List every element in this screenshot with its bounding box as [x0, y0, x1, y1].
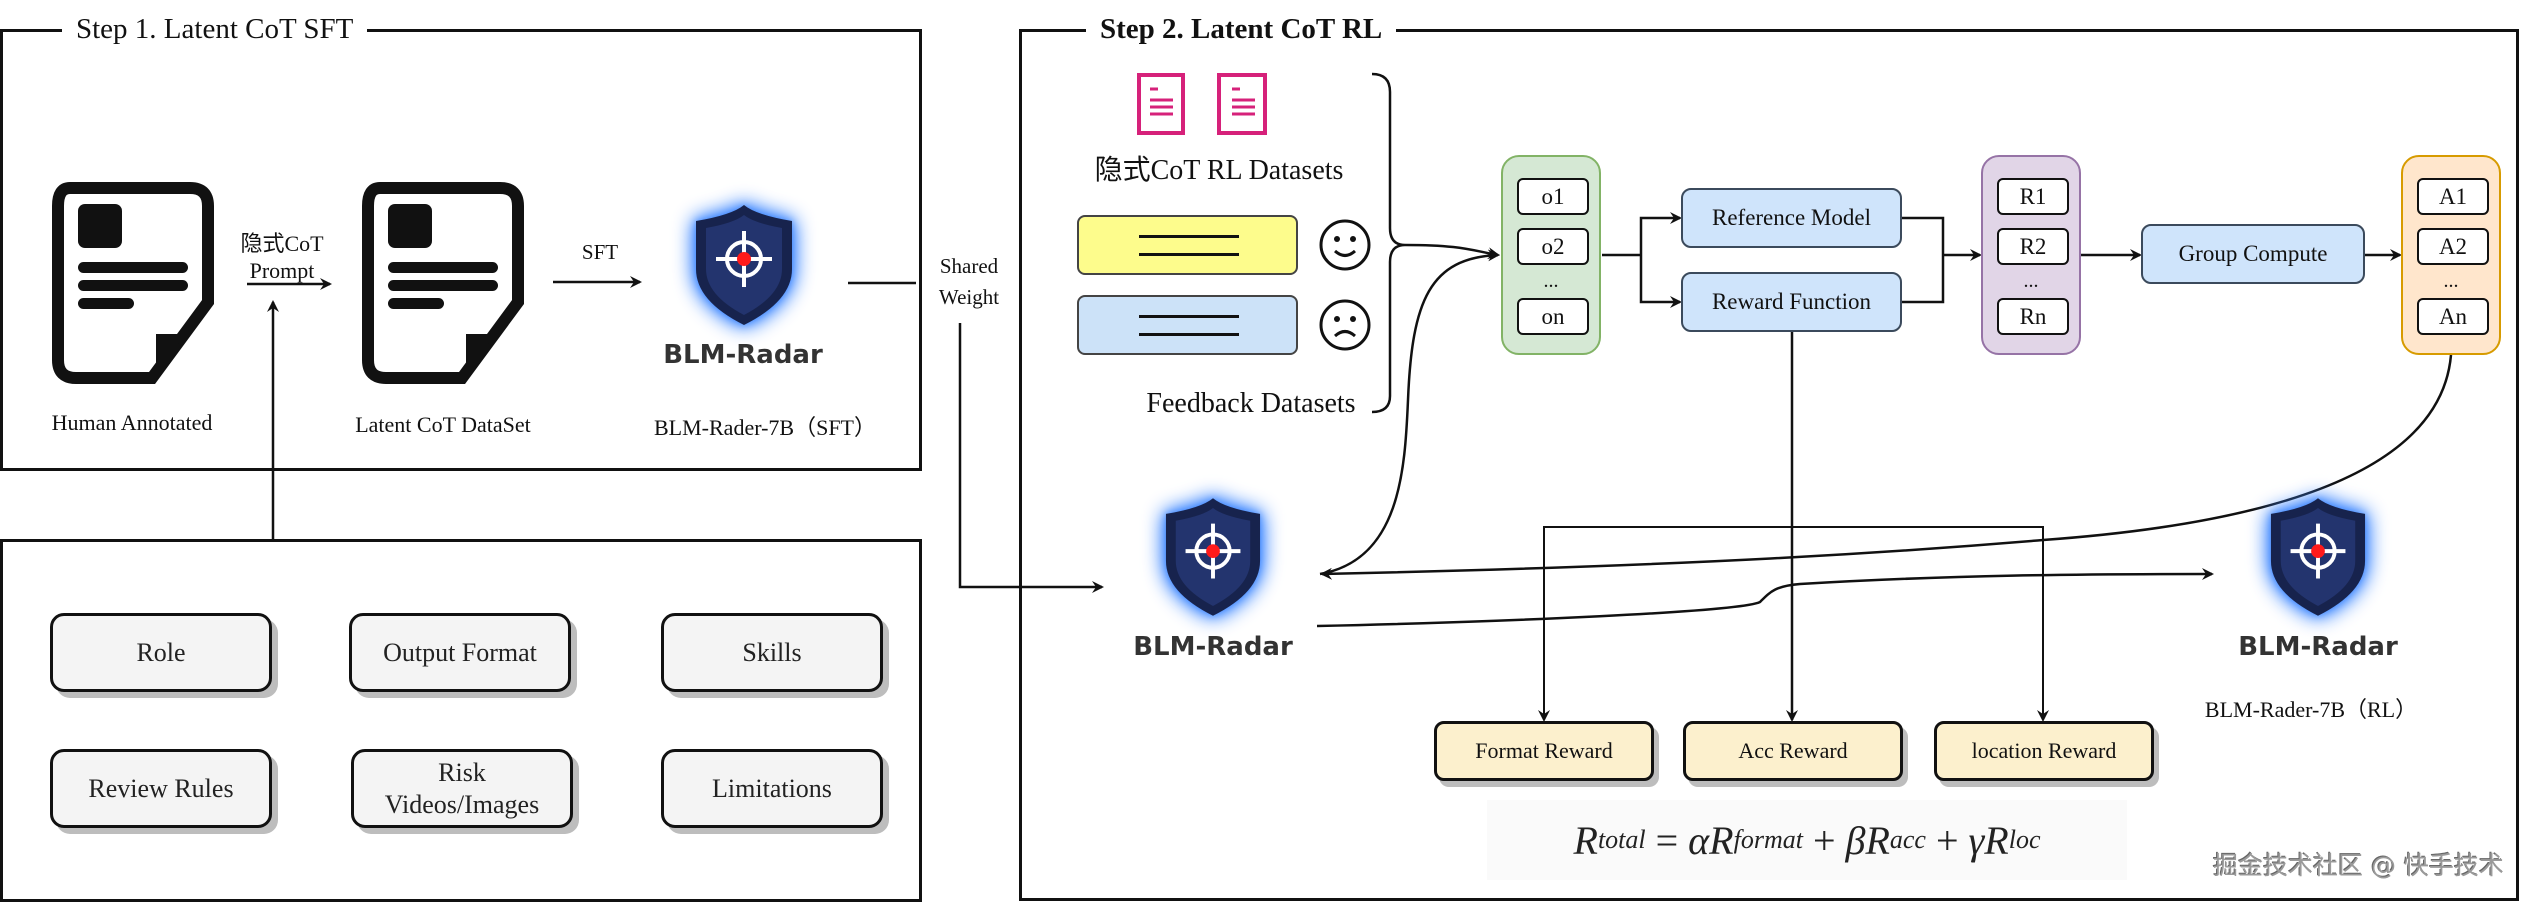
policy-model-logo-text: BLM-Radar — [1133, 632, 1293, 662]
reward-cell: Rn — [1997, 298, 2069, 335]
sft-model-shield-icon — [696, 205, 792, 325]
format-reward-box: Format Reward — [1434, 721, 1654, 781]
advantage-cell: A2 — [2417, 228, 2489, 265]
formula-gamma: γ — [1968, 817, 1985, 863]
step1-frame — [0, 29, 922, 471]
output-cell: o2 — [1517, 228, 1589, 265]
advantage-cell: An — [2417, 298, 2489, 335]
output-ellipsis: ... — [1543, 270, 1559, 292]
location-reward-box: location Reward — [1934, 721, 2154, 781]
prompt-component-review-rules: Review Rules — [50, 749, 272, 828]
reward-cell: R1 — [1997, 178, 2069, 215]
smiley-icon — [1319, 219, 1371, 271]
sft-model-label: BLM-Rader-7B（SFT） — [654, 415, 876, 440]
rl-dataset-doc-icon — [1137, 73, 1267, 135]
prompt-components-frame — [0, 539, 922, 902]
rl-model-shield-icon — [2270, 498, 2366, 616]
rl-model-label: BLM-Rader-7B（RL） — [2204, 697, 2418, 722]
positive-feedback-sample — [1077, 215, 1298, 275]
output-cell: o1 — [1517, 178, 1589, 215]
rl-datasets-label: 隐式CoT RL Datasets — [1094, 155, 1344, 186]
prompt-component-limitations: Limitations — [661, 749, 883, 828]
reference-model-box: Reference Model — [1681, 188, 1902, 248]
prompt-label-line1: 隐式CoT — [240, 231, 324, 256]
output-cell: on — [1517, 298, 1589, 335]
shared-weight-label-line1: Shared — [939, 254, 999, 278]
human-annotated-label: Human Annotated — [51, 410, 213, 435]
prompt-component-role: Role — [50, 613, 272, 692]
latent-dataset-doc-icon — [362, 182, 524, 384]
prompt-component-risk-media: Risk Videos/Images — [351, 749, 573, 828]
shared-weight-label-line2: Weight — [938, 285, 1000, 309]
outputs-group: o1 o2 ... on — [1501, 155, 1601, 355]
advantage-ellipsis: ... — [2443, 270, 2459, 292]
prompt-component-skills: Skills — [661, 613, 883, 692]
rewards-group: R1 R2 ... Rn — [1981, 155, 2081, 355]
feedback-datasets-label: Feedback Datasets — [1146, 388, 1356, 419]
formula-beta: β — [1845, 817, 1866, 863]
policy-model-shield-icon — [1165, 498, 1261, 616]
sft-arrow-label: SFT — [581, 240, 619, 264]
formula-acc-sub: acc — [1889, 825, 1926, 854]
formula-lhs: R — [1573, 817, 1598, 863]
frowny-icon — [1319, 299, 1371, 351]
human-annotated-doc-icon — [52, 182, 214, 384]
formula-format-sub: format — [1733, 825, 1803, 854]
reward-cell: R2 — [1997, 228, 2069, 265]
advantages-group: A1 A2 ... An — [2401, 155, 2501, 355]
step1-title: Step 1. Latent CoT SFT — [62, 12, 368, 46]
formula-alpha: α — [1688, 817, 1710, 863]
negative-feedback-sample — [1077, 295, 1298, 355]
rl-model-logo-text: BLM-Radar — [2238, 632, 2398, 662]
sft-model-logo-text: BLM-Radar — [663, 340, 823, 370]
reward-function-box: Reward Function — [1681, 272, 1902, 332]
reward-ellipsis: ... — [2023, 270, 2039, 292]
prompt-label-line2: Prompt — [249, 258, 315, 283]
step2-title: Step 2. Latent CoT RL — [1086, 12, 1397, 46]
advantage-cell: A1 — [2417, 178, 2489, 215]
latent-dataset-label: Latent CoT DataSet — [355, 412, 531, 437]
watermark: 掘金技术社区 @ 快手技术 — [2213, 851, 2504, 880]
formula-lhs-sub: total — [1597, 825, 1646, 854]
formula-loc-sub: loc — [2008, 825, 2041, 854]
group-compute-box: Group Compute — [2141, 224, 2365, 284]
prompt-component-output-format: Output Format — [349, 613, 571, 692]
acc-reward-box: Acc Reward — [1683, 721, 1903, 781]
